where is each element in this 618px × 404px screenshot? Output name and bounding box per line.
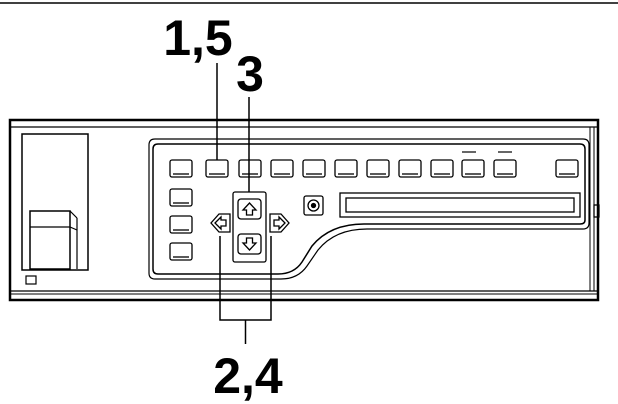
device-chassis [8,118,600,302]
panel-button-6[interactable] [334,159,358,178]
callout-step-2-4: 2,4 [213,348,283,404]
panel-button-7[interactable] [366,159,390,178]
panel-button-4[interactable] [270,159,294,178]
panel-button-10[interactable] [461,159,485,178]
top-button-row [169,159,579,178]
column-button-1[interactable] [169,188,193,207]
callout-step-1-5: 1,5 [163,10,233,66]
panel-button-1[interactable] [169,159,193,178]
callout-step-3: 3 [236,46,264,102]
panel-button-12[interactable] [555,159,579,178]
left-button-column [169,188,193,261]
control-panel [148,138,590,280]
panel-button-5[interactable] [302,159,326,178]
callout-leaders [216,63,272,344]
panel-button-3[interactable] [238,159,262,178]
column-button-2[interactable] [169,215,193,234]
panel-button-8[interactable] [398,159,422,178]
indicator-lamp [25,275,37,285]
round-knob-icon[interactable] [303,195,324,216]
up-arrow-icon[interactable] [237,198,262,220]
panel-button-2[interactable] [205,159,229,178]
left-compartment [21,133,89,285]
cassette-slot [339,192,600,218]
right-arrow-icon[interactable] [269,213,290,233]
panel-button-9[interactable] [430,159,454,178]
left-arrow-icon[interactable] [210,213,231,233]
panel-button-11[interactable] [493,159,517,178]
column-button-3[interactable] [169,242,193,261]
down-arrow-icon[interactable] [237,233,262,255]
